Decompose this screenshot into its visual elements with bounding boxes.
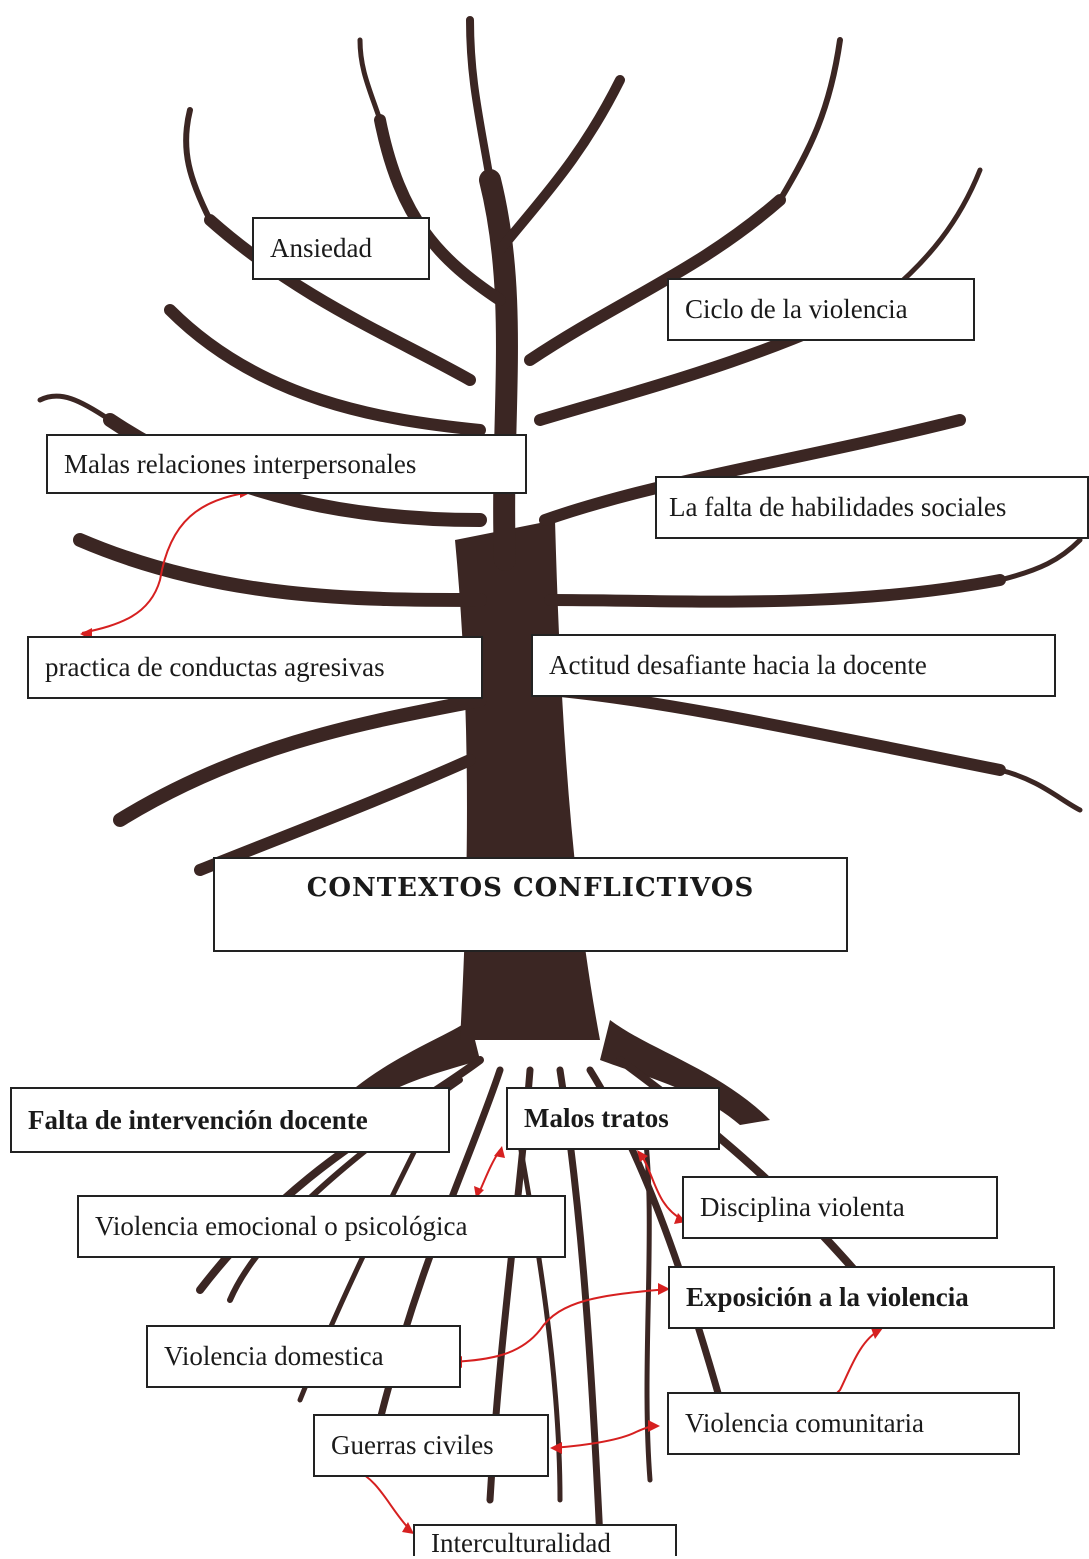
label-malos-tratos: Malos tratos [506, 1087, 720, 1150]
label-conductas-agresivas: practica de conductas agresivas [27, 636, 483, 699]
label-exposicion-violencia: Exposición a la violencia [668, 1266, 1055, 1329]
arrow-guerras-comunitaria [551, 1425, 659, 1449]
arrow-malas-relaciones-conductas [81, 491, 251, 634]
label-violencia-emocional: Violencia emocional o psicológica [77, 1195, 566, 1258]
label-violencia-domestica: Violencia domestica [146, 1325, 461, 1388]
arrow-guerras-interculturalidad [354, 1469, 413, 1533]
arrow-exposicion-domestica [451, 1288, 669, 1363]
label-disciplina-violenta: Disciplina violenta [682, 1176, 998, 1239]
label-ansiedad: Ansiedad [252, 217, 430, 280]
label-guerras-civiles: Guerras civiles [313, 1414, 549, 1477]
label-falta-intervencion: Falta de intervención docente [10, 1087, 450, 1153]
label-actitud-desafiante: Actitud desafiante hacia la docente [531, 634, 1056, 697]
label-ciclo-violencia: Ciclo de la violencia [667, 278, 975, 341]
arrow-malos-tratos-violencia-emocional [477, 1149, 501, 1196]
label-falta-habilidades: La falta de habilidades sociales [655, 476, 1089, 539]
arrow-malos-tratos-disciplina [639, 1152, 684, 1221]
label-violencia-comunitaria: Violencia comunitaria [667, 1392, 1020, 1455]
center-title-box: CONTEXTOS CONFLICTIVOS [213, 857, 848, 952]
label-interculturalidad: Interculturalidad [413, 1524, 677, 1558]
label-malas-relaciones: Malas relaciones interpersonales [46, 434, 527, 494]
